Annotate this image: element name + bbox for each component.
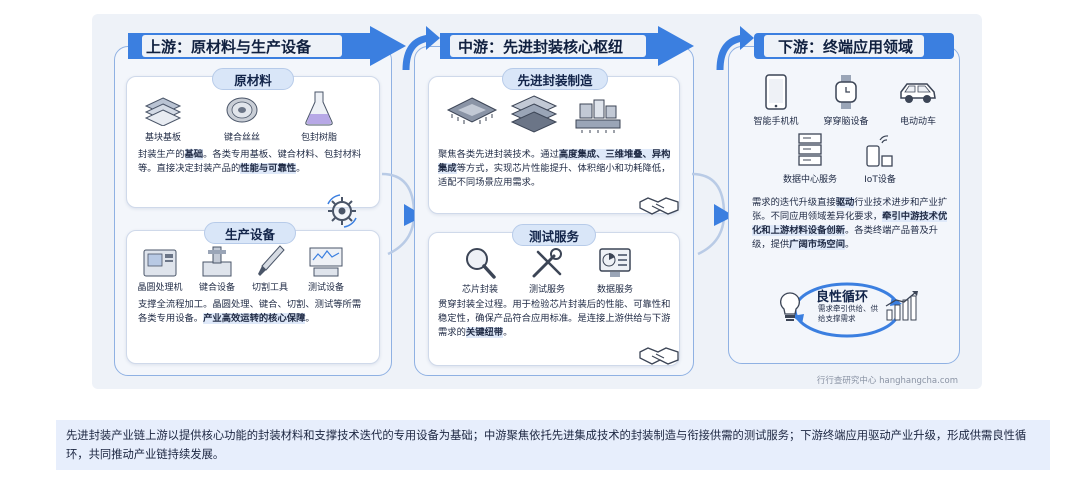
- substrate-icon: [144, 97, 182, 126]
- tools-icon: [532, 248, 562, 278]
- equipment-label-2: 键合设备: [198, 283, 235, 293]
- equipment-label-4: 测试设备: [307, 283, 344, 293]
- heterogeneous-package-icon: [575, 99, 621, 133]
- materials-title: 原材料: [212, 68, 294, 90]
- smartwatch-icon: [835, 75, 857, 109]
- stacked-die-icon: [510, 95, 558, 133]
- materials-card: [126, 76, 380, 208]
- magnifier-icon: [466, 248, 496, 279]
- midstream-title: 中游：先进封装核心枢纽: [458, 37, 624, 56]
- handshake-icon: [639, 347, 679, 365]
- equipment-description: 支撑全流程加工。晶圆处理、键合、切割、测试等所需各类专用设备。产业高效运转的核心…: [138, 299, 362, 324]
- gear-cycle-icon: [327, 194, 357, 228]
- bonding-machine-icon: [202, 246, 232, 277]
- downstream-label-4: 数据中心服务: [782, 175, 837, 185]
- test-equipment-icon: [309, 247, 343, 277]
- downstream-label-2: 穿穿脑设备: [823, 117, 869, 127]
- downstream-banner: 下游：终端应用领域: [754, 26, 954, 66]
- downstream-curved-arrow: [716, 26, 754, 71]
- handshake-icon: [639, 197, 679, 215]
- testing-label-2: 测试服务: [528, 285, 565, 295]
- equipment-label-1: 晶圆处理机: [137, 283, 183, 293]
- materials-description: 封装生产的基础。各类专用基板、键合材料、包封材料等。直接决定封装产品的性能与可靠…: [138, 149, 362, 174]
- chip-icon: [446, 97, 498, 124]
- packaging-title: 先进封装制造: [502, 68, 608, 90]
- downstream-label-1: 智能手机机: [753, 117, 799, 127]
- testing-description: 贯穿封装全过程。用于检验芯片封装后的性能、可靠性和稳定性，确保产品符合应用标准。…: [438, 299, 671, 338]
- midstream-banner: 中游：先进封装核心枢纽: [440, 26, 694, 66]
- electric-car-icon: [900, 83, 936, 103]
- downstream-label-5: IoT设备: [864, 175, 896, 185]
- upstream-banner: 上游：原材料与生产设备: [128, 26, 406, 66]
- cycle-subtitle: 需求牵引供给、供给支撑需求: [818, 304, 878, 323]
- industry-chain-diagram: 上游：原材料与生产设备 原材料 基块基板 键合丝丝 包封树脂 封装生产的基础。各…: [92, 14, 982, 389]
- testing-label-3: 数据服务: [596, 285, 633, 295]
- cycle-title: 良性循环: [816, 290, 869, 305]
- material-label-2: 键合丝丝: [223, 133, 260, 143]
- material-label-3: 包封树脂: [300, 133, 337, 143]
- smartphone-icon: [765, 74, 787, 110]
- cutting-tool-icon: [258, 245, 285, 276]
- testing-title: 测试服务: [512, 224, 596, 246]
- source-credit: 行行查研究中心 hanghangcha.com: [816, 376, 958, 386]
- resin-flask-icon: [305, 91, 333, 126]
- testing-label-1: 芯片封装: [461, 285, 498, 295]
- growth-bar-chart-icon: [885, 291, 918, 321]
- data-monitor-icon: [599, 248, 631, 277]
- iot-device-icon: [866, 135, 893, 167]
- material-label-1: 基块基板: [144, 133, 181, 143]
- data-center-icon: [798, 133, 822, 166]
- upstream-title: 上游：原材料与生产设备: [146, 37, 312, 56]
- lightbulb-icon: [780, 292, 800, 321]
- midstream-curved-arrow: [402, 26, 440, 71]
- flow-arrow-mid-to-down: [691, 172, 734, 256]
- equipment-title: 生产设备: [204, 222, 296, 244]
- equipment-label-3: 切割工具: [251, 283, 288, 293]
- summary-caption: 先进封装产业链上游以提供核心功能的封装材料和支撑技术迭代的专用设备为基础；中游聚…: [56, 420, 1050, 470]
- wafer-processor-icon: [143, 249, 177, 277]
- wire-spool-icon: [226, 97, 258, 123]
- downstream-description: 需求的迭代升级直接驱动行业技术进步和产业扩张。不同应用领域差异化要求，牵引中游技…: [752, 197, 948, 250]
- downstream-label-3: 电动动车: [899, 117, 936, 127]
- packaging-description: 聚焦各类先进封装技术。通过高度集成、三维堆叠、异构集成等方式，实现芯片性能提升、…: [438, 149, 671, 188]
- downstream-title: 下游：终端应用领域: [778, 37, 914, 56]
